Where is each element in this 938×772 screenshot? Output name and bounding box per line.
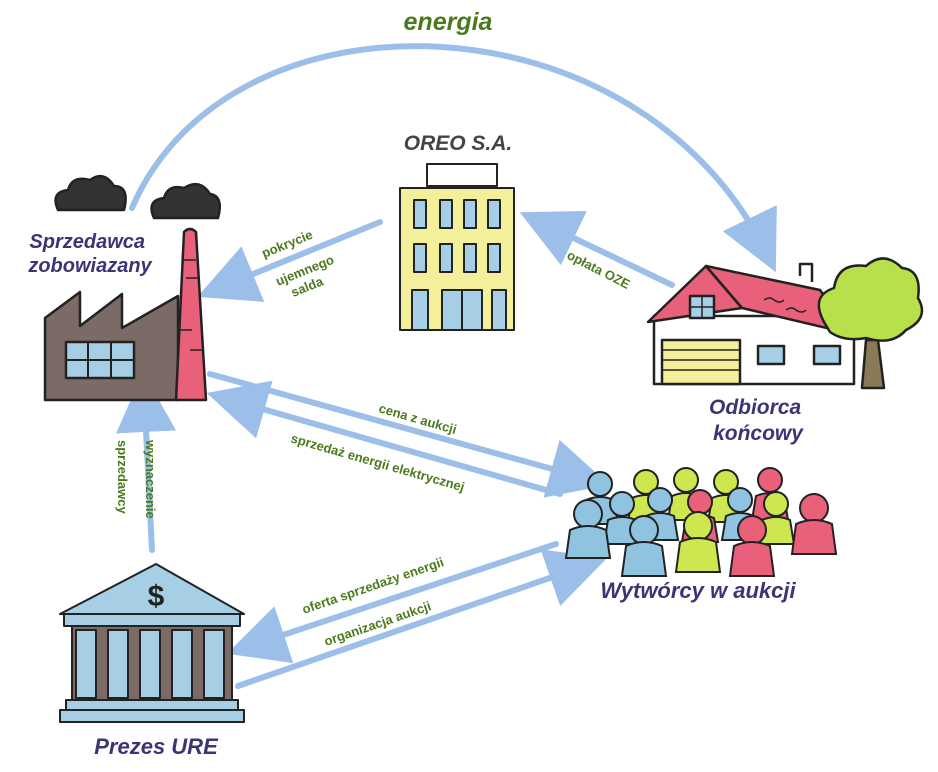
arrow-producers-to-regulator	[226, 541, 559, 664]
consumer-label-line2: końcowy	[713, 422, 804, 445]
seller-label-line1: Sprzedawca	[29, 231, 145, 253]
arrow-energy	[129, 43, 777, 273]
people-group-icon	[564, 467, 838, 577]
person-icon	[564, 499, 612, 559]
arrows	[116, 43, 777, 689]
seller-label: Sprzedawca zobowiazany	[27, 231, 152, 277]
person-icon	[790, 493, 838, 555]
bank-icon: $	[59, 563, 245, 723]
edge-label-coverage: pokrycie	[260, 227, 315, 261]
edge-label-seller-designation: wyznaczenie	[143, 439, 158, 519]
arrow-seller-to-producers	[207, 371, 610, 498]
arrow-producers-to-seller	[206, 380, 563, 497]
seller-label-line2: zobowiazany	[27, 255, 152, 277]
edge-label-seller-designation-line1: wyznaczenie	[143, 439, 158, 519]
arrow-oreo-to-seller	[197, 219, 383, 302]
person-icon	[756, 491, 796, 545]
consumer-label-line1: Odbiorca	[709, 396, 802, 419]
energy-label: energia	[404, 8, 493, 36]
svg-text:$: $	[148, 580, 165, 613]
office-building-icon	[399, 163, 515, 331]
factory-icon	[43, 174, 221, 402]
person-icon	[674, 511, 722, 573]
producers-label: Wytwórcy w aukcji	[600, 578, 796, 603]
edge-label-seller-designation-line2: sprzedawcy	[115, 440, 130, 514]
edge-label-seller-designation-2: sprzedawcy	[115, 440, 130, 514]
consumer-label: Odbiorca końcowy	[709, 396, 807, 445]
arrow-regulator-to-producers	[235, 549, 608, 689]
arrow-regulator-to-seller	[116, 372, 177, 553]
regulator-label: Prezes URE	[94, 734, 219, 759]
edge-label-coverage-line1: pokrycie	[260, 227, 315, 261]
arrow-consumer-to-oreo	[519, 211, 675, 288]
person-icon	[620, 515, 668, 577]
person-icon	[728, 515, 776, 577]
house-icon	[646, 257, 924, 390]
edge-label-oze-fee: opłata OZE	[565, 247, 633, 292]
oreo-label: OREO S.A.	[404, 132, 513, 155]
